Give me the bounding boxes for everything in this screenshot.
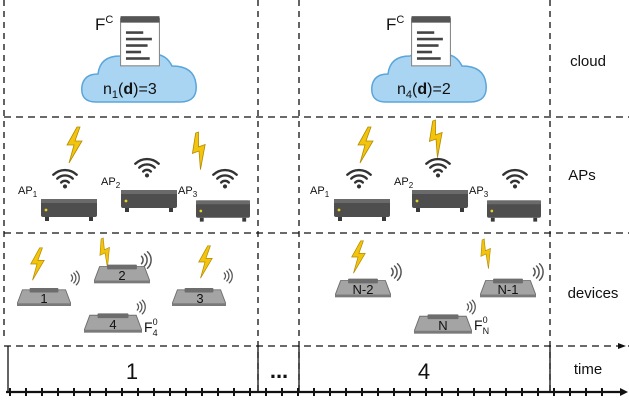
- row-label-devices: devices: [568, 285, 619, 302]
- time-ticks: [9, 388, 603, 396]
- device-2: 2: [93, 236, 152, 284]
- grid-lines: [3, 0, 629, 395]
- lightning-icon: [474, 237, 499, 270]
- row-label-time: time: [574, 361, 602, 378]
- access-point-icon: [196, 200, 250, 222]
- device-label: N: [438, 318, 447, 333]
- ap-label: AP1: [18, 185, 38, 199]
- ap-label: AP2: [101, 176, 121, 190]
- time-ellipsis: ...: [270, 358, 288, 383]
- access-point-icon: [412, 190, 468, 212]
- access-point-icon: [487, 200, 541, 222]
- ap-label: AP2: [394, 176, 414, 190]
- wifi-signal-icon: [223, 268, 233, 284]
- wifi-icon: [346, 168, 372, 190]
- ap-1-3: AP3: [178, 130, 250, 222]
- lightning-icon: [357, 126, 374, 164]
- wifi-icon: [212, 168, 238, 190]
- lightning-icon: [351, 240, 366, 274]
- column-4: FC n4(d)=2 AP1 AP2 AP3 N-2: [310, 14, 544, 336]
- lightning-icon: [93, 236, 118, 269]
- ap-label: AP3: [178, 185, 198, 199]
- ap-1-2: AP2: [101, 157, 177, 212]
- ap-4-3: AP3: [469, 168, 541, 222]
- row-label-cloud: cloud: [570, 53, 606, 70]
- device-n-1: N-1: [474, 237, 544, 298]
- time-axis-arrow: [620, 388, 628, 396]
- lightning-icon: [422, 118, 451, 159]
- lightning-icon: [185, 130, 214, 171]
- ap-4-1: AP1: [310, 126, 390, 221]
- cloud-file-label: FC: [386, 14, 404, 34]
- access-point-icon: [121, 190, 177, 212]
- wifi-signal-icon: [390, 262, 402, 282]
- wifi-signal-icon: [532, 262, 544, 282]
- wifi-icon: [52, 168, 78, 190]
- wifi-icon: [134, 157, 160, 179]
- wifi-signal-icon: [466, 299, 476, 315]
- document-icon: [119, 15, 161, 67]
- wifi-signal-icon: [140, 250, 152, 270]
- device-label: 1: [40, 291, 47, 306]
- time-slot-4: 4: [418, 359, 430, 384]
- ap-label: AP1: [310, 185, 330, 199]
- wifi-icon: [425, 157, 451, 179]
- device-3: 3: [172, 245, 233, 307]
- cloud-count-label: n4(d)=2: [397, 81, 451, 101]
- ap-1-1: AP1: [18, 126, 97, 221]
- cloud-file-label: FC: [95, 14, 113, 34]
- time-slot-1: 1: [126, 359, 138, 384]
- cloud-4: FC n4(d)=2: [371, 14, 487, 103]
- access-point-icon: [41, 199, 97, 221]
- device-label: 3: [196, 291, 203, 306]
- time-axis: [6, 343, 628, 396]
- access-point-icon: [334, 199, 390, 221]
- cloud-count-label: n1(d)=3: [103, 81, 157, 101]
- device-label: 2: [118, 268, 125, 283]
- device-n-2: N-2: [335, 240, 402, 298]
- column-1: FC n1(d)=3 AP1 AP2 AP3: [17, 14, 250, 338]
- ap-label: AP3: [469, 185, 489, 199]
- wifi-signal-icon: [70, 270, 80, 286]
- wifi-signal-icon: [136, 299, 146, 315]
- device-1: 1: [17, 247, 80, 307]
- lightning-icon: [30, 247, 45, 281]
- device-label: 4: [109, 317, 116, 332]
- lightning-icon: [198, 245, 213, 279]
- time-top-arrow: [618, 343, 626, 349]
- device-label: N-1: [498, 282, 519, 297]
- wifi-icon: [502, 168, 528, 190]
- row-label-aps: APs: [568, 167, 596, 184]
- device-label: N-2: [353, 282, 374, 297]
- ap-4-2: AP2: [394, 118, 468, 212]
- document-icon: [410, 15, 452, 67]
- cloud-1: FC n1(d)=3: [81, 14, 197, 103]
- lightning-icon: [66, 126, 83, 164]
